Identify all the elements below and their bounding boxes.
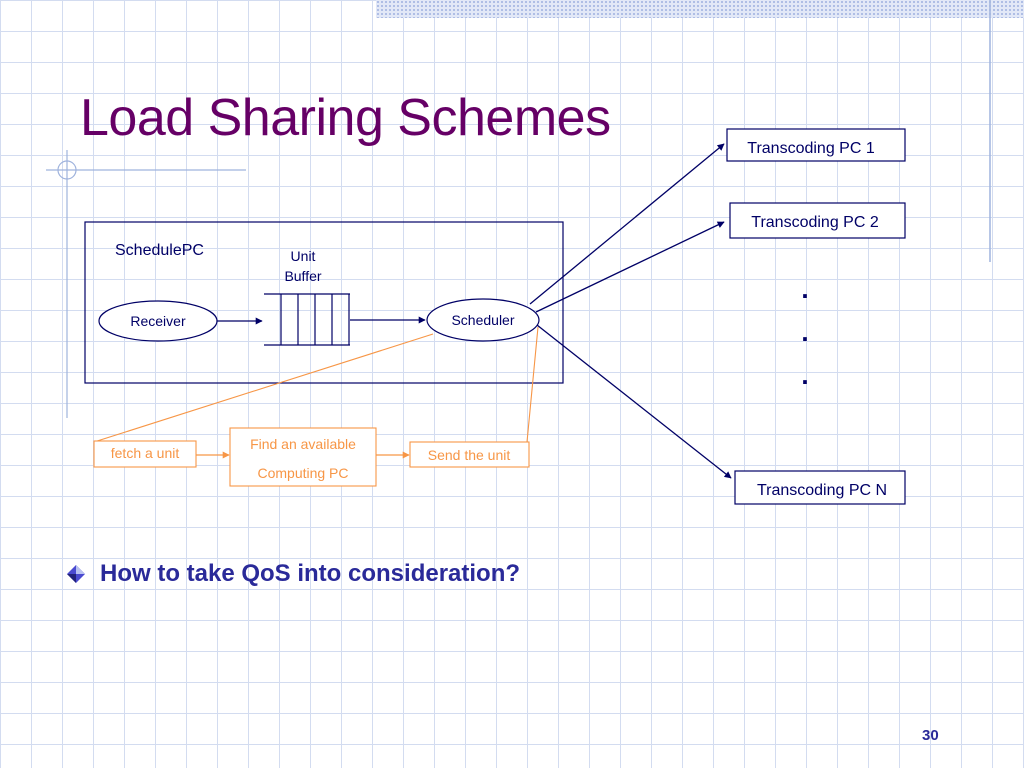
scheduler-node	[426, 298, 540, 342]
transcoding-pc-2-box	[729, 202, 906, 239]
transcoding-pc-1-box	[726, 128, 906, 162]
scheduler-label: Scheduler	[451, 312, 514, 328]
step-send-box	[409, 441, 530, 468]
decorative-top-band	[376, 0, 1024, 18]
slide-title: Load Sharing Schemes	[80, 89, 611, 147]
buffer-label-line1: Unit	[291, 248, 316, 264]
arrow-scheduler-to-pc1	[529, 143, 725, 305]
ellipsis-dot-3: .	[801, 360, 808, 390]
transcoding-pc-1-label: Transcoding PC 1	[747, 140, 875, 157]
diamond-bullet-icon	[67, 565, 85, 583]
arrow-scheduler-to-pcn	[536, 324, 732, 479]
step-send-label: Send the unit	[428, 447, 511, 463]
callout-line-left	[93, 333, 434, 443]
buffer-label-line2: Buffer	[284, 268, 321, 284]
bullet-text: How to take QoS into consideration?	[100, 560, 521, 587]
schedulepc-label: SchedulePC	[115, 242, 204, 259]
ellipsis-dot-2: .	[801, 317, 808, 347]
transcoding-pc-n-box	[734, 470, 906, 505]
step-find-box	[229, 427, 377, 487]
arrow-scheduler-to-pc2	[535, 221, 725, 313]
receiver-label: Receiver	[130, 313, 186, 329]
schedulepc-container	[84, 221, 564, 384]
transcoding-pc-n-label: Transcoding PC N	[757, 482, 887, 499]
decorative-crosshair	[46, 150, 246, 418]
transcoding-pc-2-label: Transcoding PC 2	[751, 214, 879, 231]
step-fetch-label: fetch a unit	[111, 445, 180, 461]
ellipsis-dot-1: .	[801, 274, 808, 304]
page-number: 30	[922, 727, 939, 744]
unit-buffer	[264, 293, 350, 346]
step-find-label-line1: Find an available	[250, 436, 356, 452]
callout-line-right	[526, 326, 539, 443]
bullet-point: How to take QoS into consideration?	[66, 560, 520, 588]
step-find-label-line2: Computing PC	[257, 465, 348, 481]
step-fetch-box	[93, 440, 197, 468]
